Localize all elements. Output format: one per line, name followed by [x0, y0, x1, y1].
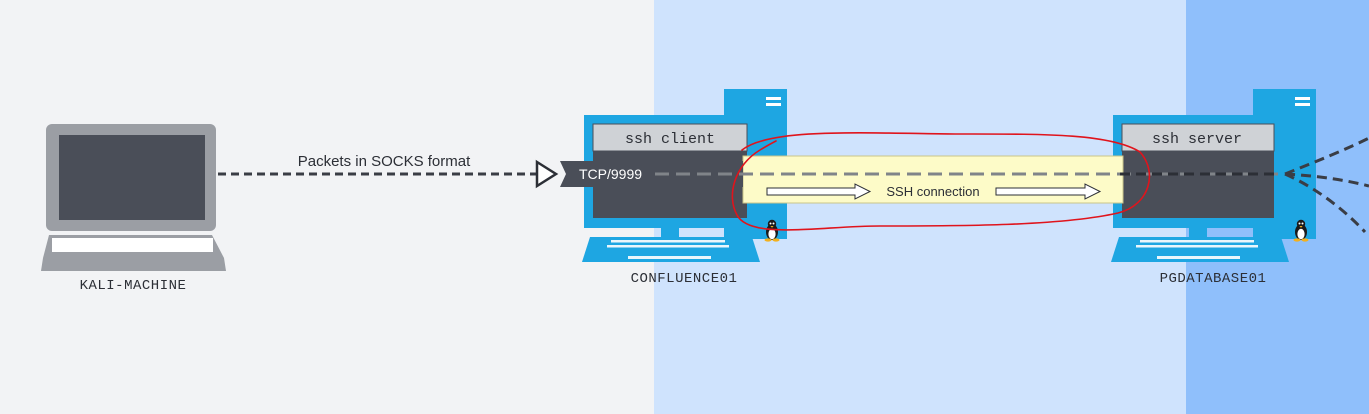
- screen-titlebar: [592, 123, 748, 152]
- keyboard: [1111, 237, 1289, 262]
- kali-machine-label: KALI-MACHINE: [80, 278, 187, 294]
- red-annotation-circle: [731, 132, 1151, 231]
- port-tag-label: TCP/9999: [579, 166, 642, 182]
- pgdatabase-label: PGDATABASE01: [1160, 271, 1267, 287]
- laptop-icon: [41, 124, 226, 271]
- arrowhead-icon: [535, 159, 559, 189]
- kali-machine-node: KALI-MACHINE: [41, 124, 226, 294]
- tunnel-direction-arrows: [766, 183, 1102, 200]
- keyboard: [582, 237, 760, 262]
- ssh-client-title: ssh client: [625, 131, 715, 148]
- screen-titlebar: [1121, 123, 1275, 152]
- socks-link-label: Packets in SOCKS format: [298, 153, 471, 170]
- port-tag: [560, 161, 743, 187]
- confluence-label: CONFLUENCE01: [631, 271, 738, 287]
- outgoing-links: [1284, 136, 1369, 234]
- ssh-server-title: ssh server: [1152, 131, 1242, 148]
- ssh-connection-label: SSH connection: [886, 184, 979, 199]
- pgdatabase-server-node: ssh server PGDATABASE01: [1111, 89, 1316, 287]
